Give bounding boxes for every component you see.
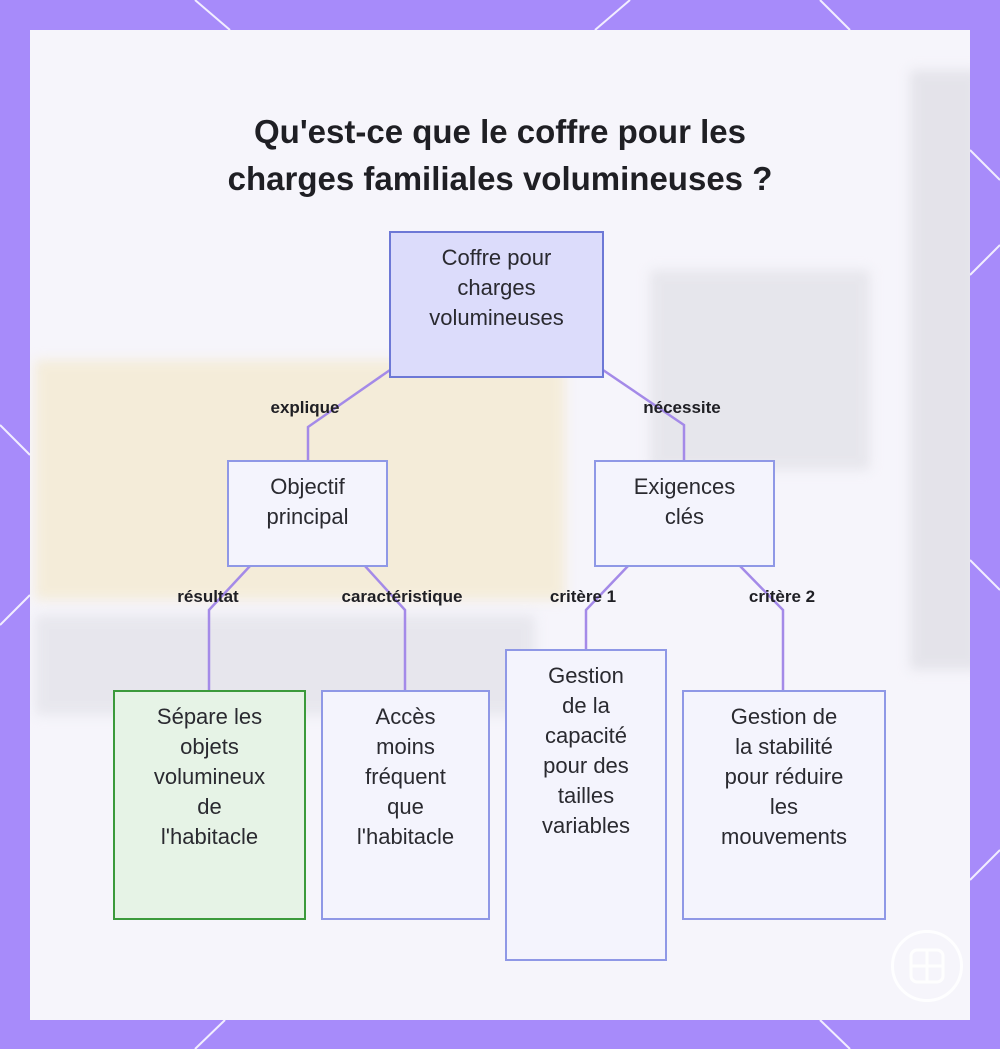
node-separe: Sépare les objets volumineux de l'habita… (113, 690, 306, 920)
connector-critere-1 (584, 564, 630, 652)
background-photo-block (910, 70, 970, 670)
edge-label-caracteristique: caractéristique (341, 587, 463, 606)
node-objectif-principal: Objectif principal (227, 460, 388, 567)
node-capacite: Gestion de la capacité pour des tailles … (505, 649, 667, 961)
background-photo-block (650, 270, 870, 470)
node-root: Coffre pour charges volumineuses (389, 231, 604, 378)
connector-explique (306, 368, 392, 462)
connector-resultat (207, 564, 252, 692)
connector-critere-2 (738, 564, 785, 692)
edge-label-necessite: nécessite (643, 398, 721, 417)
node-acces-label: Accès moins fréquent que l'habitacle (356, 704, 455, 849)
title-line-2: charges familiales volumineuses ? (227, 160, 773, 198)
node-exigences-cles: Exigences clés (594, 460, 775, 567)
grid-logo-icon (891, 930, 963, 1002)
edge-label-critere-2: critère 2 (748, 587, 816, 606)
connector-caracteristique (363, 564, 407, 692)
node-stabilite-label: Gestion de la stabilité pour réduire les… (721, 704, 847, 849)
node-acces: Accès moins fréquent que l'habitacle (321, 690, 490, 920)
node-root-label: Coffre pour charges volumineuses (429, 245, 564, 330)
node-stabilite: Gestion de la stabilité pour réduire les… (682, 690, 886, 920)
diagram-title: Qu'est-ce que le coffre pour les charges… (0, 108, 1000, 202)
edge-label-resultat: résultat (177, 587, 239, 606)
node-capacite-label: Gestion de la capacité pour des tailles … (541, 663, 631, 838)
node-objectif-label: Objectif principal (266, 474, 349, 529)
edge-label-explique: explique (270, 398, 340, 417)
node-separe-label: Sépare les objets volumineux de l'habita… (153, 704, 266, 849)
title-line-1: Qu'est-ce que le coffre pour les (254, 113, 746, 151)
node-exigences-label: Exigences clés (633, 474, 736, 529)
edge-label-critere-1: critère 1 (549, 587, 617, 606)
connector-necessite (601, 368, 686, 462)
